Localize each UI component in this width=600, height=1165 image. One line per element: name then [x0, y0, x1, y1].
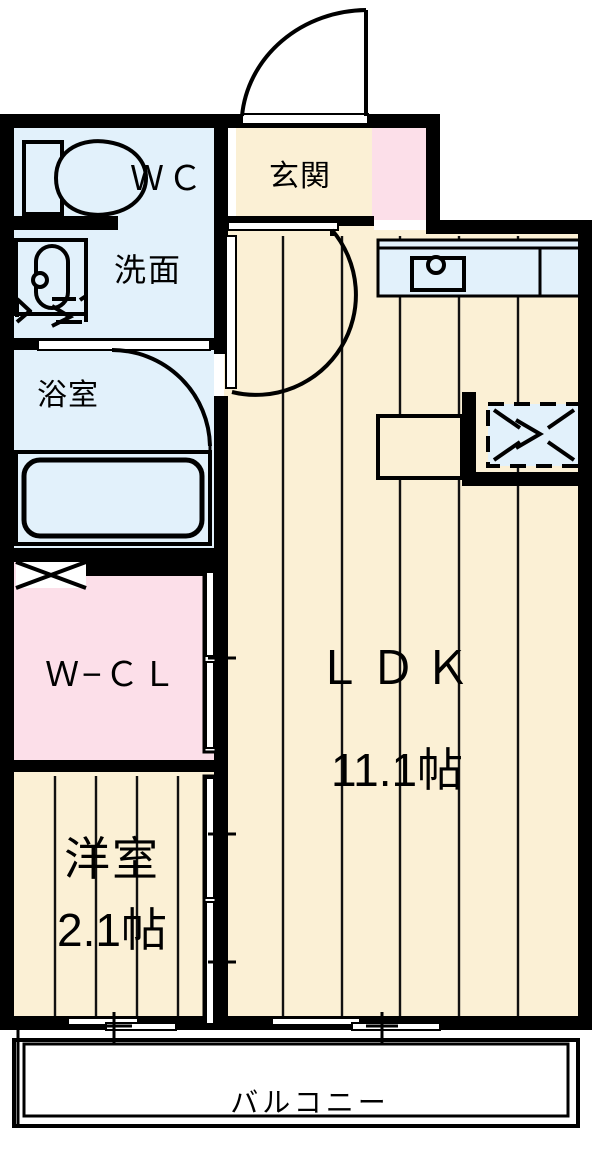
bathtub-fixture: [14, 450, 212, 546]
ldk-floor-main: [224, 230, 580, 1028]
bedroom-sliding-door[interactable]: [202, 774, 236, 1028]
room-labels: ＷＣ 洗面 浴室 玄関 Ｗ−ＣＬ 洋室 ＬＤＫ バルコニー: [37, 160, 478, 1118]
shoe-closet-floor: [372, 128, 430, 220]
bathroom-door[interactable]: [37, 339, 212, 452]
kitchen-cabinet: [376, 414, 464, 480]
balcony-sliding-window[interactable]: [67, 1012, 441, 1044]
balcony-outline: [12, 1030, 580, 1128]
floorboard-lines: [53, 236, 520, 1026]
washing-machine-space: [486, 402, 582, 468]
genkan-floor: [236, 128, 372, 220]
kitchen-counter: [376, 238, 582, 298]
wcl-sliding-door[interactable]: [202, 568, 236, 754]
washroom-detail-marks: [15, 294, 88, 328]
wcl-floor: [14, 562, 214, 762]
room-label-genkan: 玄関: [269, 160, 331, 193]
area-label-ldk: 11.1帖: [331, 744, 463, 796]
room-label-yokushitsu: 浴室: [37, 379, 99, 412]
toilet-fixture: [22, 139, 149, 217]
entrance-door[interactable]: [240, 8, 369, 125]
wash-basin-fixture: [14, 238, 88, 316]
room-label-senmen: 洗面: [114, 252, 182, 288]
room-label-ldk: ＬＤＫ: [316, 642, 478, 694]
room-label-wcl: Ｗ−ＣＬ: [45, 656, 179, 694]
area-label-bedroom: 2.1帖: [57, 904, 167, 956]
bedroom-floor: [14, 772, 214, 1028]
wcl-vent-symbol: [15, 560, 87, 590]
area-labels: 2.1帖 11.1帖: [57, 744, 463, 956]
toilet-divider-wall: [14, 216, 118, 230]
kitchen-sink-fixture: [410, 255, 466, 292]
room-label-yoshitsu: 洋室: [64, 833, 160, 885]
room-label-balcony: バルコニー: [230, 1087, 389, 1118]
room-label-wc: ＷＣ: [130, 160, 206, 198]
ldk-entry-door[interactable]: [225, 221, 358, 397]
